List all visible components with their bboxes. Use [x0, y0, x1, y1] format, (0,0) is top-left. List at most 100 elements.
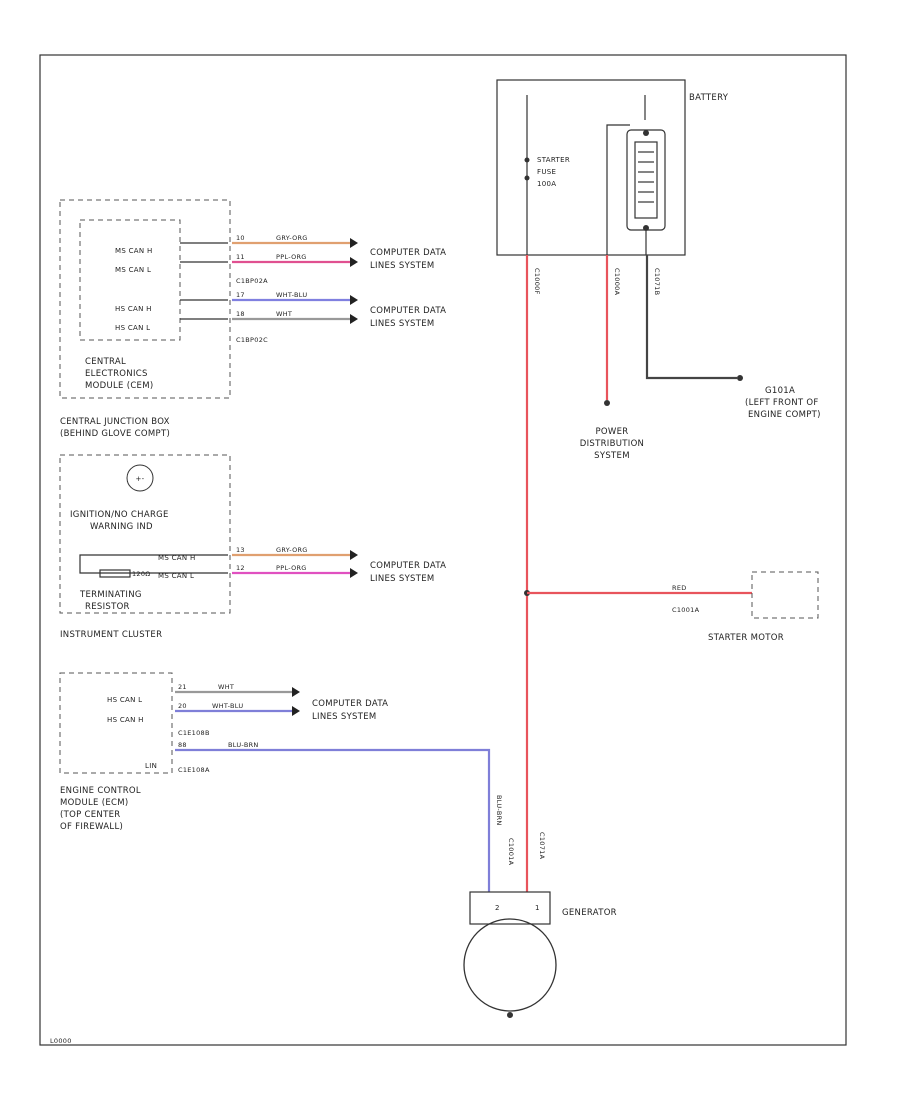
svg-text:WHT: WHT: [276, 310, 292, 318]
cem-label-2: ELECTRONICS: [85, 369, 148, 379]
generator-icon: [463, 918, 557, 1012]
ic-group: +- IGNITION/NO CHARGE WARNING IND 120Ω M…: [59, 454, 446, 640]
ground-line-1: G101A: [765, 386, 795, 396]
cjb-pin-hs-can-h: HS CAN H: [115, 305, 152, 313]
svg-text:+-: +-: [136, 475, 145, 483]
dest-3-line-1: COMPUTER DATA: [370, 561, 446, 571]
footer-code: L0000: [50, 1037, 72, 1045]
fuse-label-3: 100A: [537, 180, 556, 188]
gen-circuit-1: C1001A: [507, 838, 515, 866]
starter-wire-color: RED: [672, 584, 687, 592]
cjb-group: MS CAN H MS CAN L HS CAN H HS CAN L CENT…: [59, 199, 446, 439]
ecm-label-1: ENGINE CONTROL: [60, 786, 141, 796]
cjb-pin-ms-can-h: MS CAN H: [115, 247, 153, 255]
cjb-pin-hs-can-l: HS CAN L: [115, 324, 150, 332]
cjb-label-1: CENTRAL JUNCTION BOX: [60, 417, 170, 427]
cem-label-3: MODULE (CEM): [85, 381, 153, 391]
ecm-box: [59, 672, 173, 774]
svg-text:PPL-ORG: PPL-ORG: [276, 564, 307, 572]
warning-lamp-icon: [126, 464, 154, 492]
generator-group: C1001A C1071A 2 1 GENERATOR: [463, 832, 617, 1018]
fuse-icon: [524, 157, 530, 163]
svg-text:GRY-ORG: GRY-ORG: [276, 234, 308, 242]
generator-terminal-box: [469, 891, 551, 925]
svg-text:BLU-BRN: BLU-BRN: [228, 741, 259, 749]
ground-wire: [645, 255, 737, 380]
ecm-label-3: (TOP CENTER: [60, 810, 120, 820]
ic-pin-ms-can-h: MS CAN H: [158, 554, 196, 562]
ecm-connector-b: C1E108B: [178, 729, 210, 737]
fuse-label-2: FUSE: [537, 168, 556, 176]
svg-text:18: 18: [236, 310, 245, 318]
svg-text:WHT-BLU: WHT-BLU: [276, 291, 307, 299]
dest-1-line-2: LINES SYSTEM: [370, 261, 435, 271]
term-line-1: TERMINATING: [79, 590, 142, 600]
fuse-label-1: STARTER: [537, 156, 570, 164]
ecm-pin-lin: LIN: [145, 762, 157, 770]
cem-inner-box: [79, 219, 181, 341]
starter-connector: C1001A: [672, 606, 700, 614]
warning-line-2: WARNING IND: [90, 522, 153, 532]
svg-text:WHT-BLU: WHT-BLU: [212, 702, 243, 710]
circuit-c1000a: C1000A: [613, 268, 621, 296]
ground-line-3: ENGINE COMPT): [748, 410, 821, 420]
dest-1-line-1: COMPUTER DATA: [370, 248, 446, 258]
ic-pin-ms-can-l: MS CAN L: [158, 572, 194, 580]
dest-3-line-2: LINES SYSTEM: [370, 574, 435, 584]
dest-4-line-1: COMPUTER DATA: [312, 699, 388, 709]
svg-text:20: 20: [178, 702, 187, 710]
battery-box: [496, 79, 686, 256]
ecm-group: HS CAN L HS CAN H LIN 21 20 WHT WHT-BLU …: [59, 672, 503, 892]
power-dist-line-2: DISTRIBUTION: [580, 439, 644, 449]
svg-text:17: 17: [236, 291, 245, 299]
power-dist-line-1: POWER: [596, 427, 629, 437]
diagram-border: [39, 54, 847, 1046]
ecm-label-2: MODULE (ECM): [60, 798, 128, 808]
starter-motor-box: [751, 571, 819, 619]
svg-text:11: 11: [236, 253, 245, 261]
cjb-outer-box: [59, 199, 231, 399]
starter-motor-label: STARTER MOTOR: [708, 633, 784, 643]
battery-label: BATTERY: [689, 93, 729, 103]
warning-line-1: IGNITION/NO CHARGE: [70, 510, 169, 520]
battery-group: BATTERY STARTER FUSE 100A C1000F C1000A …: [496, 79, 729, 296]
ground-line-2: (LEFT FRONT OF: [745, 398, 819, 408]
terminating-resistor-wire: [79, 554, 228, 574]
dest-4-line-2: LINES SYSTEM: [312, 712, 377, 722]
cjb-connector-a: C1BP02A: [236, 277, 268, 285]
ic-label: INSTRUMENT CLUSTER: [60, 630, 162, 640]
ecm-gen-wire: [175, 748, 491, 892]
ecm-pin-hs-can-h: HS CAN H: [107, 716, 144, 724]
gen-pin-2: 2: [495, 904, 500, 912]
gen-pin-1: 1: [535, 904, 540, 912]
dest-2-line-2: LINES SYSTEM: [370, 319, 435, 329]
svg-text:GRY-ORG: GRY-ORG: [276, 546, 308, 554]
svg-text:PPL-ORG: PPL-ORG: [276, 253, 307, 261]
resistor-icon: [99, 569, 131, 578]
svg-text:88: 88: [178, 741, 187, 749]
cem-label-1: CENTRAL: [85, 357, 126, 367]
generator-ground-icon: [507, 1012, 513, 1018]
gen-circuit-2: C1071A: [538, 832, 546, 860]
ground-icon: [737, 375, 743, 381]
cjb-pin-ms-can-l: MS CAN L: [115, 266, 151, 274]
ecm-connector-a: C1E108A: [178, 766, 210, 774]
term-line-2: RESISTOR: [85, 602, 130, 612]
circuit-c1071b: C1071B: [653, 268, 661, 295]
svg-text:WHT: WHT: [218, 683, 234, 691]
svg-text:12: 12: [236, 564, 245, 572]
cjb-label-2: (BEHIND GLOVE COMPT): [60, 429, 170, 439]
ecm-pin-hs-can-l: HS CAN L: [107, 696, 142, 704]
generator-label: GENERATOR: [562, 908, 617, 918]
ic-box: [59, 454, 231, 614]
dest-2-line-1: COMPUTER DATA: [370, 306, 446, 316]
cjb-connector-c: C1BP02C: [236, 336, 268, 344]
ecm-label-4: OF FIREWALL): [60, 822, 123, 832]
svg-text:13: 13: [236, 546, 245, 554]
battery-cell-icon: [626, 129, 666, 231]
circuit-c1000f: C1000F: [533, 268, 541, 295]
svg-text:21: 21: [178, 683, 187, 691]
svg-text:10: 10: [236, 234, 245, 242]
power-dist-line-3: SYSTEM: [594, 451, 630, 461]
